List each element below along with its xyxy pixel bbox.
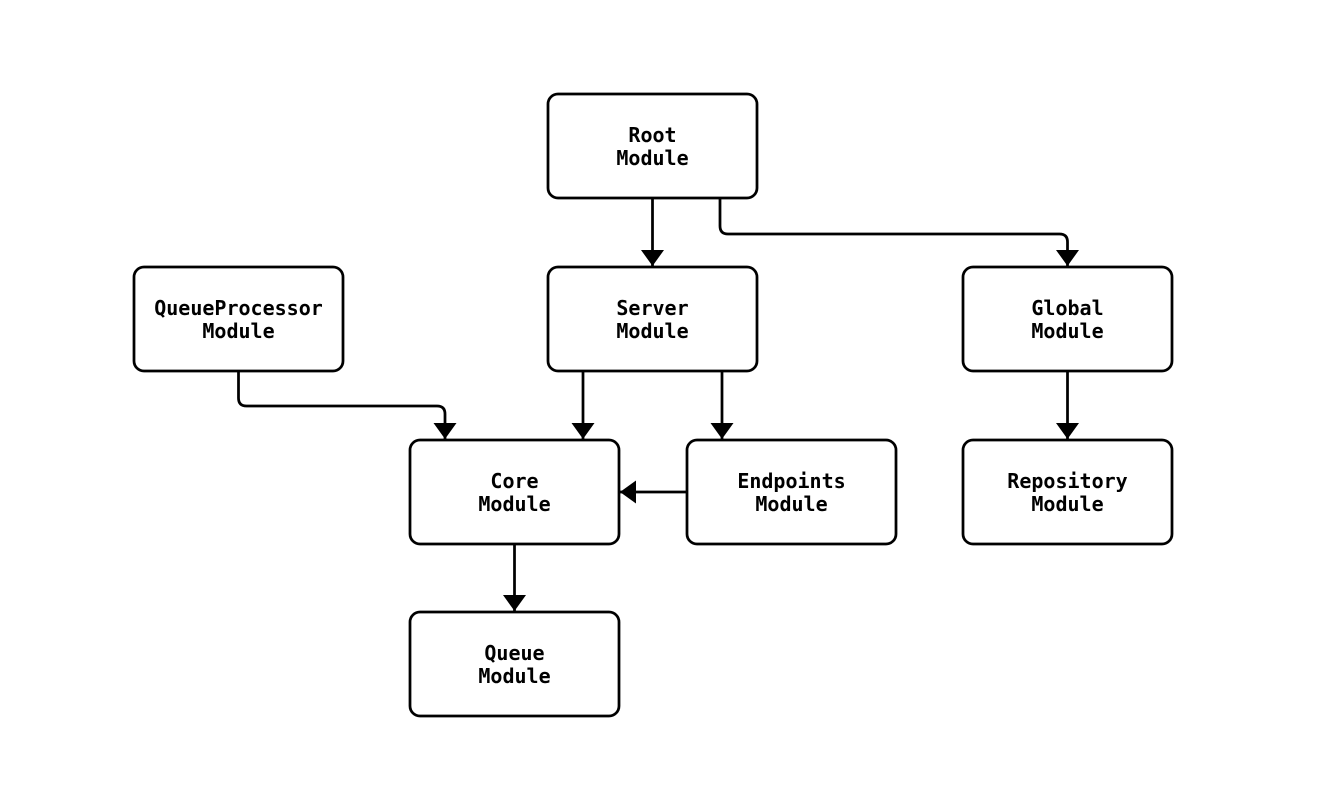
node-repository-module: Repository Module (961, 438, 1174, 546)
node-core-module-label-line1: Core (490, 469, 538, 493)
node-repository-module-label-line1: Repository (1007, 469, 1127, 493)
node-repository-module-label-line2: Module (1031, 492, 1103, 516)
node-global-module: Global Module (961, 265, 1174, 373)
node-queue-module-label-line1: Queue (484, 641, 544, 665)
node-root-module: Root Module (546, 92, 759, 200)
node-queueprocessor-module: QueueProcessor Module (132, 265, 345, 373)
node-global-module-box (961, 265, 1174, 373)
node-core-module: Core Module (408, 438, 621, 546)
node-global-module-label-line2: Module (1031, 319, 1103, 343)
edge-root-to-global (718, 198, 1079, 266)
node-queue-module: Queue Module (408, 610, 621, 718)
edge-queueprocessor-to-core (237, 371, 457, 439)
edge-layer (237, 198, 1079, 611)
node-endpoints-module-label-line2: Module (755, 492, 827, 516)
node-queue-module-label-line2: Module (478, 664, 550, 688)
node-server-module-box (546, 265, 759, 373)
node-queueprocessor-module-label-line1: QueueProcessor (154, 296, 323, 320)
node-root-module-label-line1: Root (628, 123, 676, 147)
node-server-module: Server Module (546, 265, 759, 373)
node-queueprocessor-module-label-line2: Module (202, 319, 274, 343)
node-global-module-label-line1: Global (1031, 296, 1103, 320)
node-root-module-label-line2: Module (616, 146, 688, 170)
node-core-module-box (408, 438, 621, 546)
node-queueprocessor-module-box (132, 265, 345, 373)
node-endpoints-module-box (685, 438, 898, 546)
node-root-module-box (546, 92, 759, 200)
node-core-module-label-line2: Module (478, 492, 550, 516)
node-server-module-label-line2: Module (616, 319, 688, 343)
node-queue-module-box (408, 610, 621, 718)
node-endpoints-module: Endpoints Module (685, 438, 898, 546)
node-endpoints-module-label-line1: Endpoints (737, 469, 845, 493)
node-repository-module-box (961, 438, 1174, 546)
node-server-module-label-line1: Server (616, 296, 688, 320)
